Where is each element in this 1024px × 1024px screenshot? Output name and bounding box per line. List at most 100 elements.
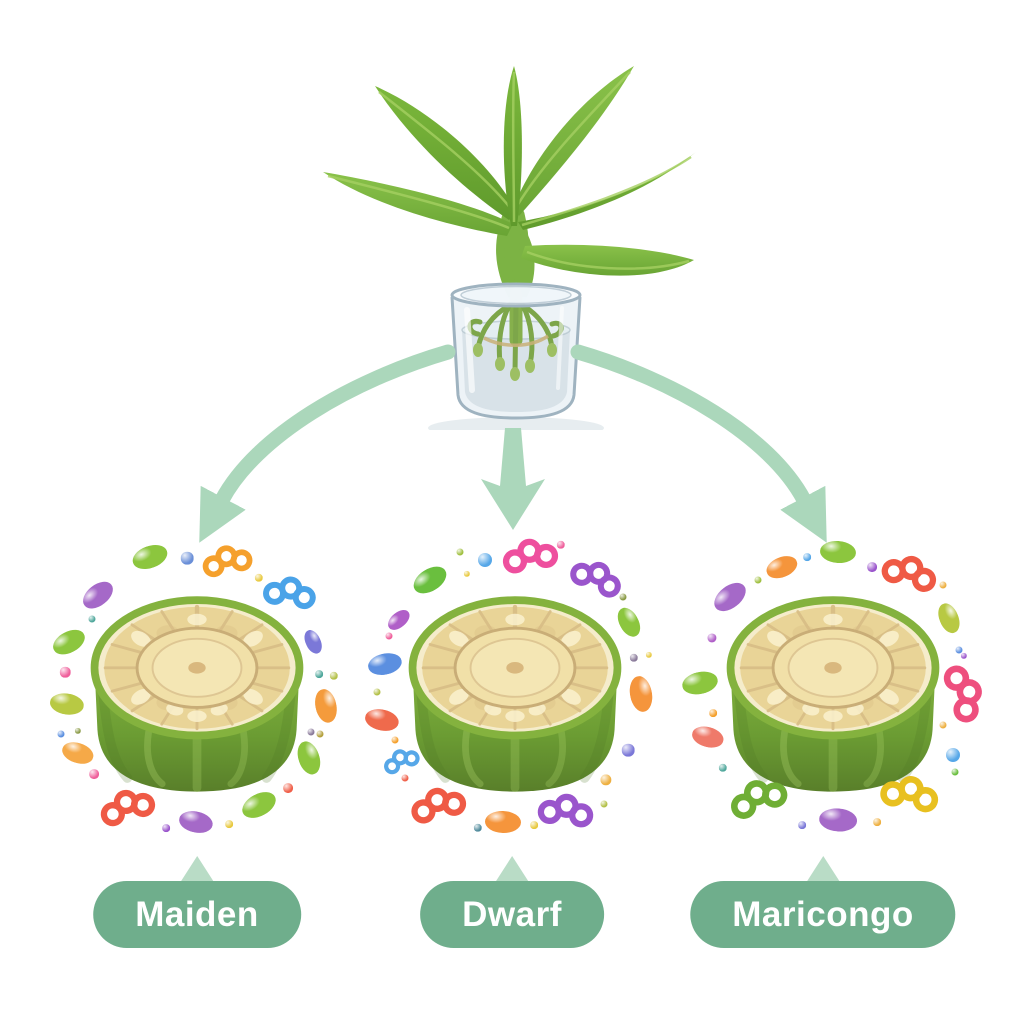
metabolite-bean-icon: [129, 540, 171, 574]
metabolite-ribbon-icon: [881, 555, 937, 592]
metabolite-dot-icon: [315, 670, 323, 678]
metabolite-dot-icon: [556, 540, 566, 550]
metabolite-dot-icon: [600, 800, 608, 808]
metabolite-dot-icon: [707, 633, 717, 643]
metabolite-dot-icon: [74, 727, 82, 735]
curved-arrow-right-icon: [570, 344, 827, 543]
metabolite-dot-icon: [951, 768, 959, 776]
metabolite-dot-icon: [718, 763, 728, 773]
metabolite-dot-icon: [709, 709, 717, 717]
metabolite-bean-icon: [293, 738, 325, 778]
metabolite-ring: [37, 532, 357, 852]
metabolite-bean-icon: [627, 674, 655, 714]
metabolite-bean-icon: [237, 786, 281, 824]
metabolite-ribbon-icon: [502, 538, 559, 574]
metabolite-bean-icon: [934, 600, 964, 636]
variety-label-text: Maricongo: [732, 895, 914, 934]
metabolite-dot-icon: [162, 824, 170, 832]
metabolite-ribbon-icon: [731, 780, 788, 819]
metabolite-dot-icon: [939, 721, 947, 729]
metabolite-dot-icon: [59, 666, 71, 678]
metabolite-dot-icon: [180, 551, 194, 565]
metabolite-ribbon-icon: [202, 545, 253, 578]
metabolite-bean-icon: [312, 687, 340, 725]
metabolite-dot-icon: [621, 743, 635, 757]
metabolite-bean-icon: [59, 738, 97, 768]
metabolite-dot-icon: [57, 730, 65, 738]
metabolite-dot-icon: [798, 821, 806, 829]
cup-shadow: [428, 417, 604, 430]
metabolite-dot-icon: [939, 581, 947, 589]
variety-cluster-maricongo: [673, 532, 993, 852]
metabolite-dot-icon: [463, 570, 471, 578]
metabolite-dot-icon: [225, 820, 233, 828]
metabolite-dot-icon: [283, 783, 293, 793]
metabolite-bean-icon: [763, 551, 801, 583]
metabolite-ribbon-icon: [263, 576, 316, 610]
metabolite-ribbon-icon: [880, 776, 939, 813]
metabolite-dot-icon: [89, 769, 99, 779]
metabolite-dot-icon: [254, 573, 264, 583]
plant-leaves: [323, 66, 696, 276]
metabolite-dot-icon: [401, 774, 409, 782]
metabolite-dot-icon: [456, 548, 464, 556]
metabolite-ribbon-icon: [411, 787, 467, 824]
variety-label-dwarf: Dwarf: [420, 856, 604, 948]
metabolite-ribbon-icon: [537, 793, 594, 828]
variety-label-maiden: Maiden: [93, 856, 301, 948]
metabolite-dot-icon: [803, 553, 811, 561]
metabolite-bean-icon: [680, 668, 720, 698]
metabolite-dot-icon: [88, 615, 96, 623]
metabolite-bean-icon: [408, 561, 452, 599]
metabolite-dot-icon: [373, 688, 381, 696]
metabolite-bean-icon: [484, 810, 522, 834]
metabolite-dot-icon: [478, 553, 492, 567]
metabolite-dot-icon: [316, 730, 324, 738]
metabolite-ribbon-icon: [384, 749, 420, 775]
metabolite-dot-icon: [619, 593, 627, 601]
metabolite-dot-icon: [754, 576, 762, 584]
metabolite-dot-icon: [867, 562, 877, 572]
metabolite-dot-icon: [645, 651, 653, 659]
variety-label-maricongo: Maricongo: [690, 856, 956, 948]
metabolite-ribbon-icon: [100, 789, 156, 827]
variety-label-pill: Dwarf: [420, 881, 604, 948]
label-pointer-icon: [494, 856, 530, 884]
metabolite-bean-icon: [689, 723, 727, 751]
metabolite-bean-icon: [366, 650, 404, 678]
variety-label-pill: Maricongo: [690, 881, 956, 948]
branch-arrows: [199, 344, 827, 543]
variety-label-text: Maiden: [135, 895, 259, 934]
metabolite-ring: [355, 532, 675, 852]
metabolite-bean-icon: [300, 627, 326, 657]
metabolite-dot-icon: [955, 646, 963, 654]
metabolite-dot-icon: [629, 653, 639, 663]
variety-cluster-maiden: [37, 532, 357, 852]
label-pointer-icon: [804, 856, 841, 884]
metabolite-dot-icon: [960, 652, 968, 660]
metabolite-dot-icon: [530, 821, 538, 829]
metabolite-bean-icon: [709, 577, 751, 617]
metabolite-bean-icon: [363, 706, 401, 734]
metabolite-bean-icon: [613, 604, 645, 640]
metabolite-bean-icon: [49, 624, 89, 660]
label-pointer-icon: [178, 856, 215, 884]
variety-label-pill: Maiden: [93, 881, 301, 948]
metabolite-dot-icon: [473, 823, 483, 833]
metabolite-ribbon-icon: [570, 561, 621, 598]
variety-label-text: Dwarf: [462, 895, 562, 934]
metabolite-dot-icon: [946, 748, 960, 762]
metabolite-dot-icon: [600, 774, 612, 786]
metabolite-ring: [673, 532, 993, 852]
metabolite-bean-icon: [48, 691, 86, 717]
metabolite-bean-icon: [177, 808, 215, 836]
metabolite-bean-icon: [384, 606, 414, 634]
curved-arrow-left-icon: [199, 344, 456, 543]
metabolite-bean-icon: [818, 807, 858, 833]
straight-arrow-down-icon: [481, 428, 545, 530]
variety-cluster-dwarf: [355, 532, 675, 852]
metabolite-dot-icon: [391, 736, 399, 744]
metabolite-dot-icon: [873, 818, 881, 826]
plantlet-figure: [312, 40, 712, 430]
